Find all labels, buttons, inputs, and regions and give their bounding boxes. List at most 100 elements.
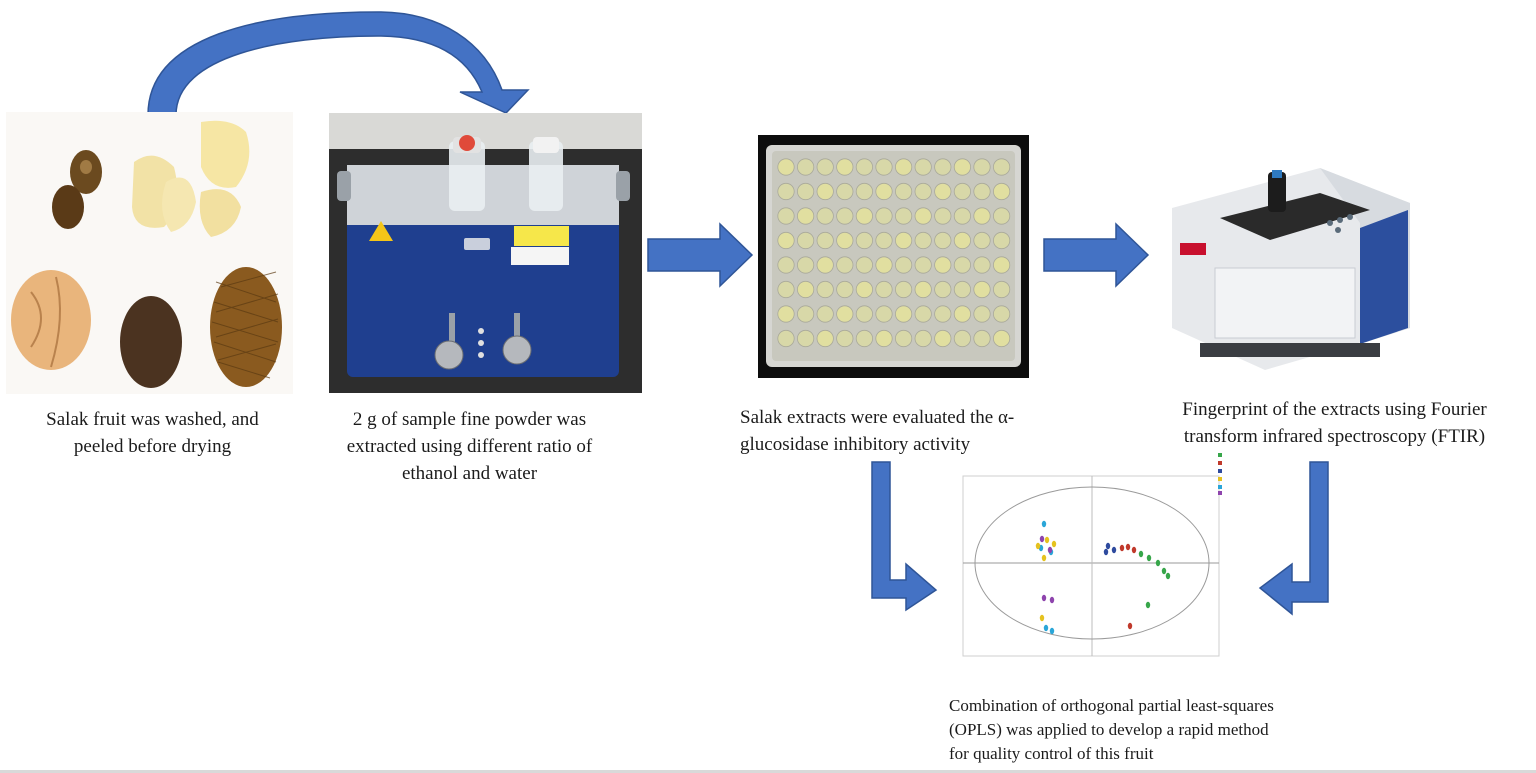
plate-well <box>953 182 971 201</box>
plate-well <box>777 256 795 274</box>
score-point <box>1155 559 1161 567</box>
plate-well <box>953 231 971 250</box>
plate-well <box>914 231 932 250</box>
plate-well <box>993 182 1011 201</box>
plate-well <box>836 280 854 299</box>
score-point <box>1043 624 1049 632</box>
score-point <box>1125 543 1131 551</box>
plate-well <box>993 280 1011 299</box>
score-point <box>1049 627 1055 635</box>
plate-well <box>796 280 815 299</box>
plate-well <box>875 280 893 299</box>
arrow-down-left <box>1258 461 1329 616</box>
plate-well <box>796 329 815 348</box>
plate-well <box>934 158 952 176</box>
plate-well <box>973 207 991 225</box>
plate-well <box>953 329 971 348</box>
plate-well <box>777 280 795 299</box>
plate-well <box>855 182 874 201</box>
plate-well <box>875 305 893 323</box>
plate-well <box>836 182 854 201</box>
plate-well <box>993 207 1011 225</box>
plate-well <box>993 158 1011 176</box>
plate-well <box>934 231 952 250</box>
plate-well <box>855 280 874 299</box>
score-point <box>1146 554 1152 562</box>
plate-well <box>855 256 874 274</box>
plate-well <box>777 158 795 176</box>
plate-well <box>836 329 854 348</box>
plate-well <box>816 207 834 225</box>
plate-well <box>855 231 874 250</box>
score-point <box>1041 554 1047 562</box>
plate-well <box>895 182 913 201</box>
arrow-right-2 <box>1043 222 1150 288</box>
plate-well <box>875 182 893 201</box>
plate-well <box>875 207 893 225</box>
step-1-caption: Salak fruit was washed, and peeled befor… <box>46 409 259 457</box>
plate-well <box>973 329 991 348</box>
arrow-right-1 <box>647 222 754 288</box>
step-3-caption: Salak extracts were evaluated the α- glu… <box>740 407 1015 455</box>
score-point <box>1127 622 1133 630</box>
plate-well <box>836 305 854 323</box>
score-point <box>1103 548 1109 556</box>
plate-well <box>777 231 795 250</box>
score-point <box>1131 546 1137 554</box>
score-point <box>1145 601 1151 609</box>
plate-well <box>993 231 1011 250</box>
score-point <box>1111 546 1117 554</box>
ultrasonic-bath-photo <box>329 113 642 393</box>
plate-well <box>914 305 932 323</box>
plate-well <box>895 256 913 274</box>
score-point <box>1161 567 1167 575</box>
plate-well <box>875 329 893 348</box>
plate-well <box>875 158 893 176</box>
plate-well <box>836 231 854 250</box>
plate-well <box>816 182 834 201</box>
plate-well <box>973 182 991 201</box>
plate-well <box>914 207 932 225</box>
score-point <box>1138 550 1144 558</box>
plate-well <box>914 280 932 299</box>
ftir-spectrometer-photo <box>1160 148 1422 370</box>
plate-well <box>816 256 834 274</box>
score-point <box>1165 572 1171 580</box>
plate-well <box>953 158 971 176</box>
plate-well <box>973 280 991 299</box>
plate-well <box>855 329 874 348</box>
score-point <box>1051 540 1057 548</box>
plate-well <box>816 305 834 323</box>
plate-well <box>836 158 854 176</box>
plate-well <box>973 158 991 176</box>
plate-well <box>934 256 952 274</box>
plate-well <box>816 329 834 348</box>
plate-well <box>836 256 854 274</box>
plate-well <box>796 207 815 225</box>
plate-well <box>934 182 952 201</box>
plate-well <box>914 329 932 348</box>
step-5-caption: Combination of orthogonal partial least-… <box>949 696 1274 763</box>
step-4-caption: Fingerprint of the extracts using Fourie… <box>1182 399 1487 447</box>
score-point <box>1044 536 1050 544</box>
plate-well <box>855 158 874 176</box>
plate-well <box>953 280 971 299</box>
plate-well <box>934 329 952 348</box>
plate-well <box>875 231 893 250</box>
plate-well <box>855 207 874 225</box>
plate-well <box>777 207 795 225</box>
96-well-plate-photo <box>758 135 1029 378</box>
plate-well <box>895 158 913 176</box>
plate-well <box>934 207 952 225</box>
arrow-down-right <box>871 461 938 612</box>
plate-well <box>816 280 834 299</box>
plate-well <box>973 305 991 323</box>
plate-well <box>796 305 815 323</box>
score-point <box>1035 542 1041 550</box>
plate-well <box>914 158 932 176</box>
step-2-caption: 2 g of sample fine powder was extracted … <box>346 409 593 484</box>
plate-well <box>895 231 913 250</box>
plate-well <box>895 329 913 348</box>
score-point <box>1041 520 1047 528</box>
plate-well <box>777 182 795 201</box>
